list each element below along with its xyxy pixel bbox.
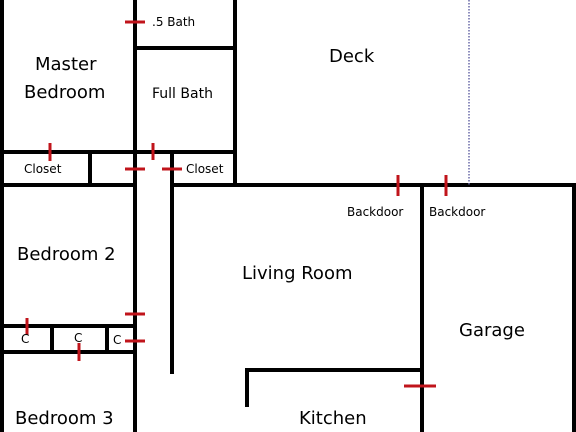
room-label-garage: Garage: [459, 320, 525, 341]
room-label-master-line1: Master: [35, 54, 97, 75]
room-label-living-room: Living Room: [242, 263, 353, 284]
room-label-closet-c2: C: [74, 331, 83, 345]
room-label-master-line2: Bedroom: [24, 82, 106, 103]
room-label-kitchen: Kitchen: [299, 408, 367, 429]
room-label-half-bath: .5 Bath: [152, 15, 196, 29]
doors: [25, 20, 448, 388]
room-label-full-bath: Full Bath: [152, 86, 213, 102]
room-label-backdoor-left: Backdoor: [347, 205, 404, 219]
room-label-closet-c3: C: [113, 333, 122, 347]
room-label-bedroom3: Bedroom 3: [15, 408, 114, 429]
room-label-bedroom2: Bedroom 2: [17, 244, 116, 265]
room-label-backdoor-right: Backdoor: [429, 205, 486, 219]
room-label-closet-c1: C: [21, 332, 30, 346]
room-label-closet-right: Closet: [186, 162, 224, 176]
room-label-closet-left: Closet: [24, 162, 62, 176]
room-label-deck: Deck: [329, 46, 375, 67]
